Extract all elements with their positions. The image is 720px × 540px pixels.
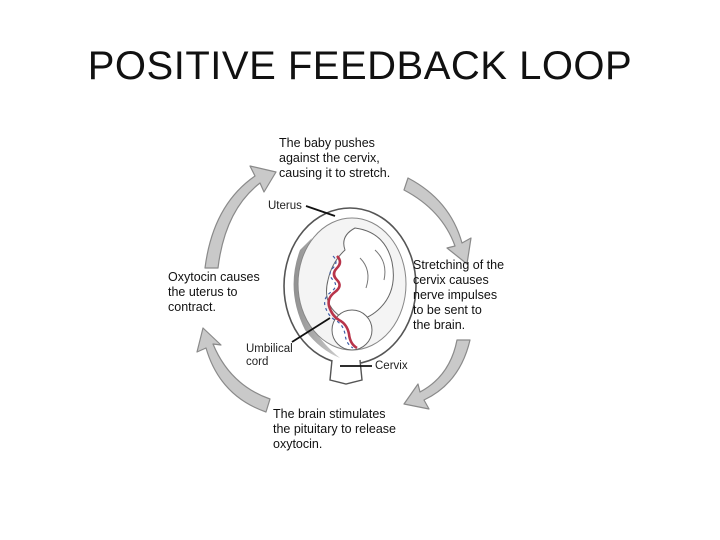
arrow-right-to-bottom: [403, 339, 471, 410]
uterus-illustration: [283, 207, 417, 385]
step-baby-pushes: The baby pushes against the cervix, caus…: [279, 136, 391, 180]
step-nerve-impulses: Stretching of the cervix causes nerve im…: [413, 258, 505, 332]
umbilical-cord-blue: [324, 255, 354, 349]
leader-lines: [291, 205, 372, 367]
umbilical-cord-red: [327, 255, 358, 350]
cervix-neck: [329, 359, 363, 385]
fetus-head: [331, 309, 373, 351]
umbilical-leader: [291, 317, 331, 343]
fetus-leg: [374, 249, 386, 281]
uterus-leader: [305, 205, 336, 217]
step-oxytocin-contract: Oxytocin causes the uterus to contract.: [168, 270, 260, 314]
arrow-left-to-top: [204, 165, 277, 269]
uterus-wall-shading: [293, 238, 340, 358]
slide-title: POSITIVE FEEDBACK LOOP: [87, 44, 633, 88]
arrow-bottom-to-left: [196, 327, 271, 413]
arrow-top-to-right: [403, 177, 472, 265]
label-uterus: Uterus: [268, 200, 302, 212]
label-cervix: Cervix: [375, 360, 408, 372]
step-brain-stimulates: The brain stimulates the pituitary to re…: [273, 407, 396, 451]
fetus-arm: [359, 257, 369, 289]
cycle-arrows: [196, 165, 472, 413]
label-umbilical-cord: Umbilical cord: [246, 343, 293, 368]
